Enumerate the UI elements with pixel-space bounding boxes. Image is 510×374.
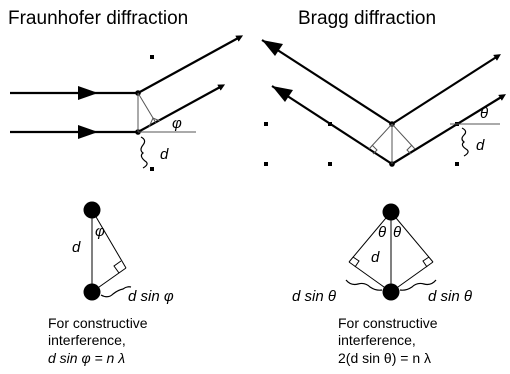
fraunhofer-detail: d φ d sin φ bbox=[72, 201, 174, 305]
diffracted-ray-bottom bbox=[137, 84, 226, 133]
fraunhofer-caption-line1: For constructive bbox=[48, 315, 148, 331]
lattice-dot bbox=[455, 162, 459, 166]
detail-hypotenuse bbox=[91, 209, 127, 269]
detail-spacing-label: d bbox=[72, 239, 81, 256]
detail-angle-label-left: θ bbox=[378, 224, 386, 241]
detail-hypotenuse-right bbox=[390, 211, 434, 263]
path-difference-line-left bbox=[368, 123, 393, 150]
detail-atom-top bbox=[382, 203, 400, 221]
incident-ray-top bbox=[261, 39, 393, 125]
bragg-diffracted-rays bbox=[391, 54, 506, 165]
right-angle-mark bbox=[371, 144, 378, 155]
detail-atom-top bbox=[83, 201, 101, 219]
detail-hypotenuse-left bbox=[348, 211, 392, 263]
detail-path-line-right bbox=[390, 261, 434, 293]
fraunhofer-title: Fraunhofer diffraction bbox=[8, 8, 188, 29]
diffracted-ray-bottom bbox=[391, 94, 506, 165]
lattice-dot bbox=[150, 167, 154, 171]
fraunhofer-caption-formula: d sin φ = n λ bbox=[48, 350, 125, 366]
fraunhofer-diffracted-rays bbox=[137, 35, 244, 133]
detail-path-label-left: d sin θ bbox=[292, 288, 336, 305]
fraunhofer-incident-rays bbox=[10, 86, 138, 139]
fraunhofer-panel: Fraunhofer diffraction φ bbox=[8, 8, 244, 366]
bragg-panel: Bragg diffraction bbox=[261, 8, 506, 366]
detail-right-angle-right bbox=[422, 256, 430, 268]
diffracted-ray-top bbox=[137, 35, 244, 94]
bragg-incident-rays bbox=[261, 39, 393, 165]
detail-right-angle-left bbox=[352, 256, 360, 268]
diffracted-ray-top bbox=[391, 54, 501, 125]
lattice-dot bbox=[150, 55, 154, 59]
fraunhofer-construction bbox=[137, 92, 196, 133]
bragg-caption-formula: 2(d sin θ) = n λ bbox=[338, 350, 431, 366]
lattice-dot bbox=[264, 122, 268, 126]
detail-path-brace-left bbox=[345, 279, 383, 291]
detail-path-label-right: d sin θ bbox=[428, 288, 472, 305]
detail-atom-bottom bbox=[382, 283, 400, 301]
lattice-dot bbox=[264, 162, 268, 166]
fraunhofer-spacing-label: d bbox=[160, 146, 169, 163]
detail-path-brace-right bbox=[399, 279, 437, 291]
path-difference-line-right bbox=[391, 123, 416, 150]
bragg-construction bbox=[368, 123, 500, 164]
arrow-icon bbox=[272, 86, 293, 102]
detail-angle-label-right: θ bbox=[393, 224, 401, 241]
spacing-brace bbox=[140, 136, 148, 169]
incident-ray-bottom bbox=[271, 85, 393, 165]
detail-atom-bottom bbox=[83, 283, 101, 301]
spacing-brace bbox=[461, 127, 469, 157]
lattice-dot bbox=[328, 162, 332, 166]
detail-path-brace bbox=[100, 286, 132, 298]
bragg-spacing-label: d bbox=[476, 137, 485, 154]
detail-path-line-left bbox=[348, 261, 392, 293]
detail-angle-label: φ bbox=[95, 223, 105, 240]
arrow-icon bbox=[78, 86, 98, 100]
fraunhofer-angle-label: φ bbox=[172, 115, 182, 132]
arrow-icon bbox=[262, 40, 283, 56]
bragg-caption-line2: interference, bbox=[338, 332, 416, 348]
fraunhofer-lattice bbox=[150, 55, 154, 171]
arrow-icon bbox=[78, 125, 98, 139]
detail-right-angle bbox=[113, 260, 122, 274]
right-angle-mark bbox=[406, 144, 413, 155]
bragg-caption-line1: For constructive bbox=[338, 315, 438, 331]
detail-path-label: d sin φ bbox=[128, 288, 174, 305]
bragg-angle-label: θ bbox=[480, 105, 488, 122]
bragg-title: Bragg diffraction bbox=[298, 8, 436, 29]
bragg-detail: θ θ d d sin θ d sin θ bbox=[292, 203, 472, 305]
detail-spacing-label: d bbox=[371, 249, 380, 266]
right-angle-mark bbox=[148, 117, 161, 128]
fraunhofer-caption-line2: interference, bbox=[48, 332, 126, 348]
